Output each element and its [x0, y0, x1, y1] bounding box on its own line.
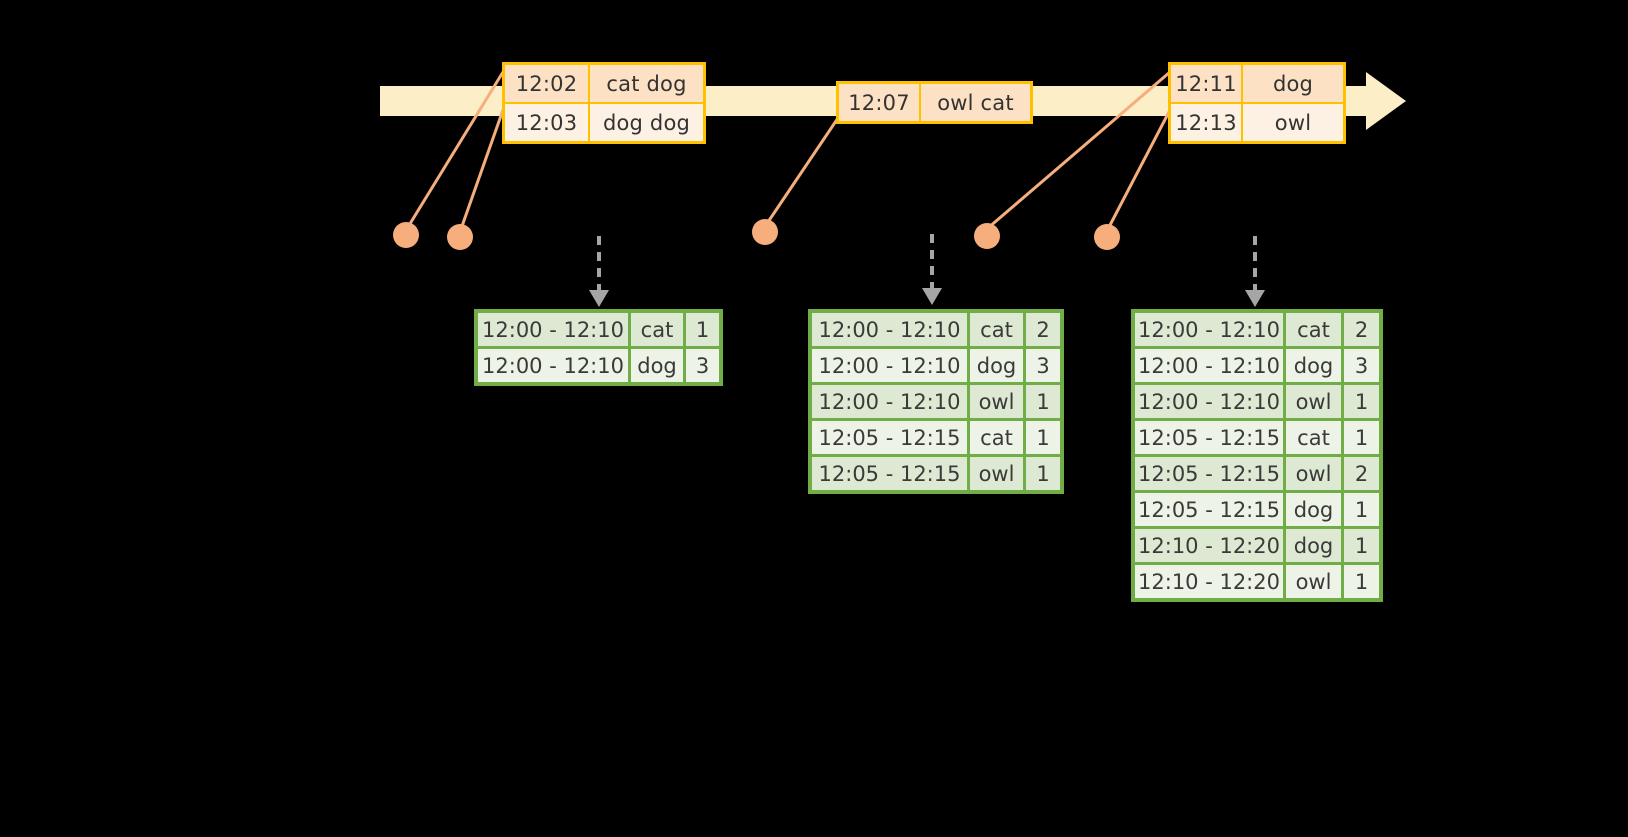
key-cell: owl [970, 385, 1023, 418]
stream-event-box-3[interactable]: 12:11 dog 12:13 owl [1168, 62, 1346, 144]
window-cell: 12:00 - 12:10 [812, 349, 967, 382]
count-cell: 2 [1344, 457, 1379, 490]
key-cell: dog [970, 349, 1023, 382]
count-cell: 1 [686, 313, 719, 346]
event-payload: owl [1243, 104, 1343, 141]
window-cell: 12:05 - 12:15 [1135, 493, 1283, 526]
key-cell: cat [1286, 313, 1341, 346]
event-time: 12:11 [1171, 65, 1241, 102]
stream-event-box-2[interactable]: 12:07 owl cat [836, 81, 1033, 124]
arrow-shaft [1253, 236, 1257, 292]
arrow-head-icon [589, 290, 609, 307]
key-cell: owl [1286, 385, 1341, 418]
key-cell: cat [631, 313, 683, 346]
event-time: 12:03 [505, 104, 588, 141]
key-cell: cat [970, 313, 1023, 346]
timeline-arrowhead-icon [1366, 72, 1406, 130]
event-dot-4 [974, 223, 1000, 249]
stream-event-row: 12:03 dog dog [505, 104, 703, 141]
count-cell: 1 [1344, 529, 1379, 562]
window-cell: 12:00 - 12:10 [1135, 385, 1283, 418]
count-cell: 1 [1344, 421, 1379, 454]
event-dot-1 [393, 222, 419, 248]
stream-event-box-1[interactable]: 12:02 cat dog 12:03 dog dog [502, 62, 706, 144]
count-cell: 2 [1026, 313, 1060, 346]
window-cell: 12:00 - 12:10 [812, 385, 967, 418]
event-dot-3 [752, 219, 778, 245]
window-cell: 12:05 - 12:15 [812, 457, 967, 490]
window-cell: 12:05 - 12:15 [1135, 457, 1283, 490]
count-cell: 3 [686, 349, 719, 382]
count-cell: 2 [1344, 313, 1379, 346]
stream-event-row: 12:11 dog [1171, 65, 1343, 102]
window-cell: 12:10 - 12:20 [1135, 565, 1283, 598]
window-cell: 12:00 - 12:10 [1135, 349, 1283, 382]
arrow-shaft [930, 234, 934, 290]
key-cell: cat [1286, 421, 1341, 454]
window-cell: 12:00 - 12:10 [812, 313, 967, 346]
event-time: 12:13 [1171, 104, 1241, 141]
window-cell: 12:00 - 12:10 [478, 349, 628, 382]
event-dot-5 [1094, 224, 1120, 250]
count-cell: 1 [1344, 385, 1379, 418]
key-cell: dog [1286, 349, 1341, 382]
stream-event-row: 12:07 owl cat [839, 84, 1030, 121]
window-cell: 12:10 - 12:20 [1135, 529, 1283, 562]
count-cell: 3 [1026, 349, 1060, 382]
count-cell: 3 [1344, 349, 1379, 382]
event-time: 12:02 [505, 65, 588, 102]
event-payload: owl cat [921, 84, 1030, 121]
event-payload: dog dog [590, 104, 703, 141]
arrow-head-icon [1245, 290, 1265, 307]
key-cell: owl [1286, 457, 1341, 490]
stream-event-row: 12:13 owl [1171, 104, 1343, 141]
event-payload: dog [1243, 65, 1343, 102]
key-cell: dog [1286, 529, 1341, 562]
key-cell: dog [631, 349, 683, 382]
count-cell: 1 [1026, 385, 1060, 418]
arrow-shaft [597, 236, 601, 292]
stream-event-row: 12:02 cat dog [505, 65, 703, 102]
window-cell: 12:00 - 12:10 [1135, 313, 1283, 346]
window-cell: 12:05 - 12:15 [1135, 421, 1283, 454]
event-payload: cat dog [590, 65, 703, 102]
count-cell: 1 [1026, 457, 1060, 490]
key-cell: cat [970, 421, 1023, 454]
event-time: 12:07 [839, 84, 919, 121]
window-cell: 12:05 - 12:15 [812, 421, 967, 454]
arrow-head-icon [922, 288, 942, 305]
key-cell: owl [970, 457, 1023, 490]
key-cell: dog [1286, 493, 1341, 526]
key-cell: owl [1286, 565, 1341, 598]
window-cell: 12:00 - 12:10 [478, 313, 628, 346]
event-dot-2 [447, 224, 473, 250]
count-cell: 1 [1026, 421, 1060, 454]
count-cell: 1 [1344, 565, 1379, 598]
count-cell: 1 [1344, 493, 1379, 526]
